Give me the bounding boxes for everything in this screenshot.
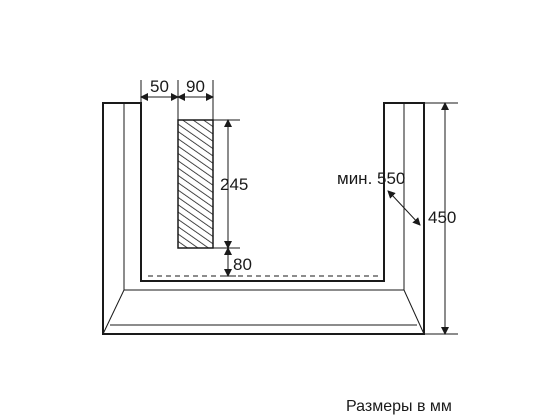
dim-min-550-label: мин. 550	[337, 169, 405, 188]
dim-80-label: 80	[233, 255, 252, 274]
top-dimension-lines	[140, 80, 214, 120]
dim-450-label: 450	[428, 208, 456, 227]
dim-450-lines	[424, 102, 458, 335]
dim-245-label: 245	[220, 175, 248, 194]
cabinet-outline	[102, 102, 425, 335]
ventilation-opening	[177, 119, 214, 249]
dim-90-label: 90	[186, 77, 205, 96]
dim-min-550-leader-tail	[387, 190, 396, 199]
dim-min-550-leader	[391, 194, 421, 226]
units-caption: Размеры в мм	[346, 398, 452, 415]
dim-80-lines	[220, 247, 236, 277]
dim-50-label: 50	[150, 77, 169, 96]
